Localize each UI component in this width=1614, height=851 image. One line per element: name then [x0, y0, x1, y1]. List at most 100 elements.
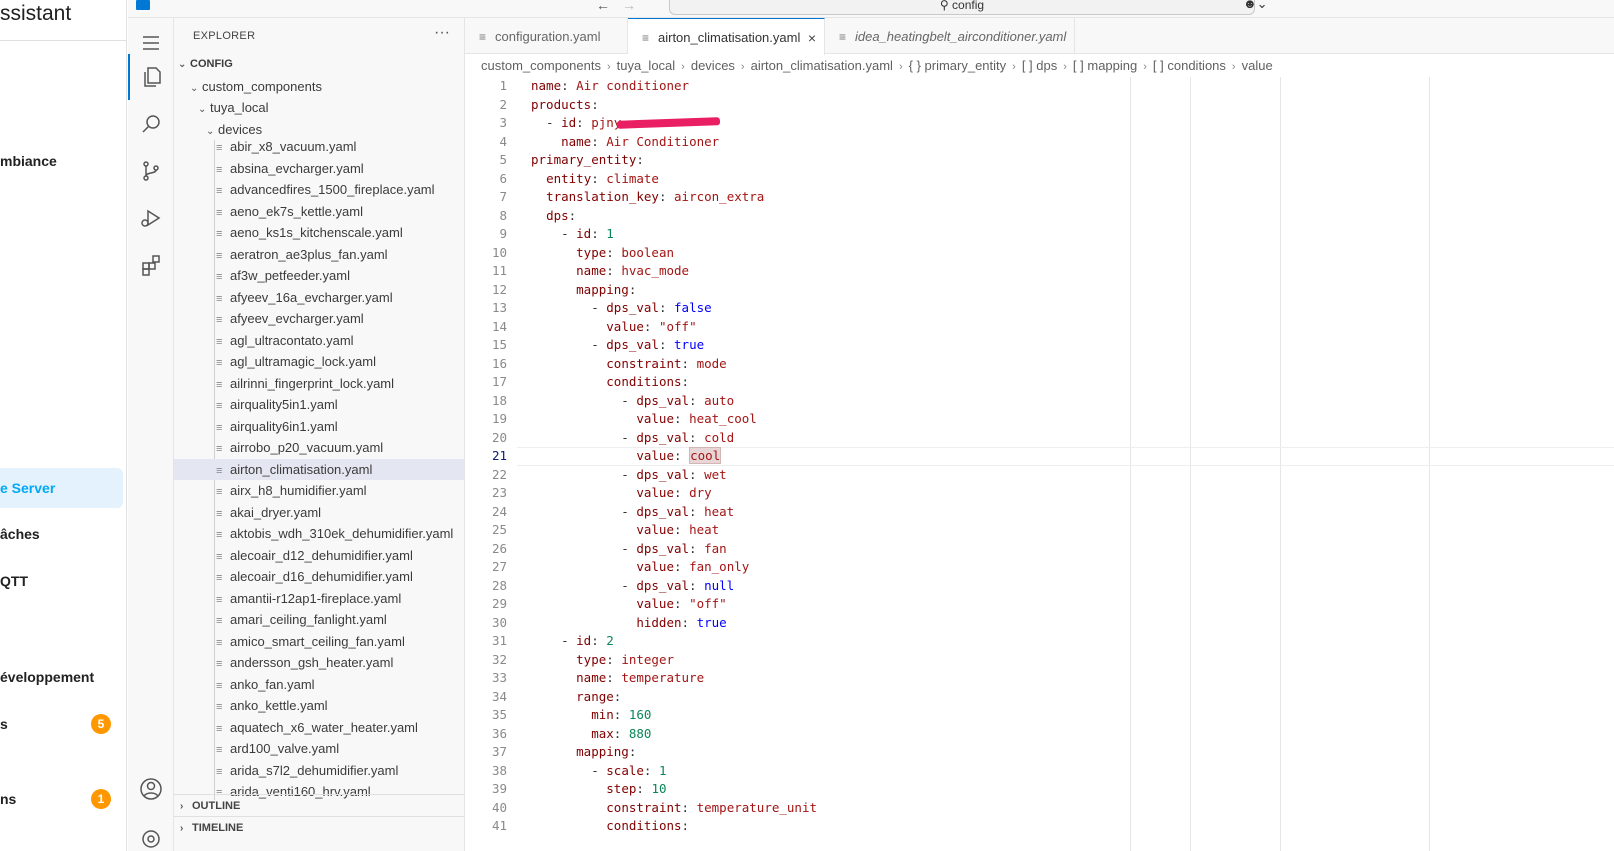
- code-line[interactable]: mapping:: [531, 743, 636, 762]
- code-line[interactable]: type: boolean: [531, 244, 674, 263]
- copilot-icon[interactable]: ☻⌄: [1243, 0, 1268, 11]
- tree-folder-custom-components[interactable]: ⌄custom_components: [174, 76, 464, 97]
- tree-file-item[interactable]: ≡afyeev_evcharger.yaml: [174, 308, 464, 329]
- tree-file-item[interactable]: ≡aeno_ks1s_kitchenscale.yaml: [174, 222, 464, 243]
- tree-file-item[interactable]: ≡aeratron_ae3plus_fan.yaml: [174, 244, 464, 265]
- breadcrumb-item[interactable]: airton_climatisation.yaml: [750, 58, 893, 73]
- run-debug-icon[interactable]: [128, 195, 174, 241]
- tab-airton-climatisation-yaml[interactable]: ≡airton_climatisation.yaml ×: [628, 18, 825, 55]
- close-icon[interactable]: ×: [807, 30, 816, 46]
- code-line[interactable]: - id: 2: [531, 632, 614, 651]
- breadcrumb-item[interactable]: value: [1241, 58, 1273, 73]
- extensions-icon[interactable]: [128, 242, 174, 288]
- code-line[interactable]: - id: 1: [531, 225, 614, 244]
- tree-file-item[interactable]: ≡agl_ultramagic_lock.yaml: [174, 351, 464, 372]
- code-line[interactable]: name: Air conditioner: [531, 77, 689, 96]
- tree-file-item[interactable]: ≡anko_fan.yaml: [174, 674, 464, 695]
- tree-file-item[interactable]: ≡amari_ceiling_fanlight.yaml: [174, 609, 464, 630]
- code-line[interactable]: - dps_val: auto: [531, 392, 734, 411]
- code-line[interactable]: max: 880: [531, 725, 651, 744]
- more-actions-icon[interactable]: ···: [434, 24, 450, 41]
- tree-file-item[interactable]: ≡amico_smart_ceiling_fan.yaml: [174, 631, 464, 652]
- tree-root-config[interactable]: ⌄CONFIG: [174, 54, 464, 75]
- breadcrumb-item[interactable]: devices: [690, 58, 735, 73]
- tree-file-item[interactable]: ≡airton_climatisation.yaml: [174, 458, 464, 480]
- tree-file-item[interactable]: ≡absina_evcharger.yaml: [174, 158, 464, 179]
- code-line[interactable]: translation_key: aircon_extra: [531, 188, 764, 207]
- code-line[interactable]: - scale: 1: [531, 762, 666, 781]
- tree-folder-tuya-local[interactable]: ⌄tuya_local: [174, 97, 464, 118]
- command-center-search[interactable]: ⚲ config: [669, 0, 1255, 15]
- tree-file-item[interactable]: ≡ailrinni_fingerprint_lock.yaml: [174, 373, 464, 394]
- tree-file-item[interactable]: ≡afyeev_16a_evcharger.yaml: [174, 287, 464, 308]
- code-line[interactable]: name: Air Conditioner: [531, 133, 719, 152]
- menu-icon[interactable]: [128, 20, 174, 66]
- breadcrumb-item[interactable]: [ ] dps: [1021, 58, 1058, 73]
- code-line[interactable]: value: cool: [531, 447, 722, 466]
- code-line[interactable]: type: integer: [531, 651, 674, 670]
- code-line[interactable]: name: hvac_mode: [531, 262, 689, 281]
- tree-file-item[interactable]: ≡andersson_gsh_heater.yaml: [174, 652, 464, 673]
- code-line[interactable]: min: 160: [531, 706, 651, 725]
- tree-file-item[interactable]: ≡advancedfires_1500_fireplace.yaml: [174, 179, 464, 200]
- code-line[interactable]: value: heat_cool: [531, 410, 756, 429]
- tree-file-item[interactable]: ≡abir_x8_vacuum.yaml: [174, 136, 464, 157]
- tree-file-item[interactable]: ≡aquatech_x6_water_heater.yaml: [174, 717, 464, 738]
- code-line[interactable]: constraint: mode: [531, 355, 726, 374]
- code-line[interactable]: value: fan_only: [531, 558, 749, 577]
- code-line[interactable]: dps:: [531, 207, 576, 226]
- breadcrumb-item[interactable]: { } primary_entity: [908, 58, 1007, 73]
- code-line[interactable]: conditions:: [531, 373, 689, 392]
- code-line[interactable]: - dps_val: cold: [531, 429, 734, 448]
- arrow-right-icon[interactable]: →: [622, 0, 636, 13]
- code-line[interactable]: mapping:: [531, 281, 636, 300]
- tree-file-item[interactable]: ≡anko_kettle.yaml: [174, 695, 464, 716]
- tab-idea-heatingbelt-yaml[interactable]: ≡idea_heatingbelt_airconditioner.yaml: [825, 18, 1075, 54]
- breadcrumb-item[interactable]: [ ] conditions: [1152, 58, 1226, 73]
- code-line[interactable]: value: dry: [531, 484, 711, 503]
- tab-configuration-yaml[interactable]: ≡configuration.yaml: [465, 18, 628, 54]
- code-line[interactable]: constraint: temperature_unit: [531, 799, 817, 818]
- code-line[interactable]: - dps_val: false: [531, 299, 711, 318]
- tree-file-item[interactable]: ≡airrobo_p20_vacuum.yaml: [174, 437, 464, 458]
- ha-nav-item[interactable]: e Server: [0, 468, 123, 508]
- tree-file-item[interactable]: ≡aeno_ek7s_kettle.yaml: [174, 201, 464, 222]
- tree-file-item[interactable]: ≡alecoair_d12_dehumidifier.yaml: [174, 545, 464, 566]
- code-line[interactable]: products:: [531, 96, 599, 115]
- tree-file-item[interactable]: ≡agl_ultracontato.yaml: [174, 330, 464, 351]
- tree-file-item[interactable]: ≡arida_venti160_hrv.yaml: [174, 781, 464, 802]
- code-line[interactable]: primary_entity:: [531, 151, 644, 170]
- code-line[interactable]: - dps_val: fan: [531, 540, 726, 559]
- tree-file-item[interactable]: ≡ard100_valve.yaml: [174, 738, 464, 759]
- outline-section[interactable]: ›OUTLINE: [174, 794, 464, 816]
- code-line[interactable]: name: temperature: [531, 669, 704, 688]
- tree-folder-devices[interactable]: ⌄devices: [174, 119, 464, 140]
- settings-gear-icon[interactable]: [128, 816, 174, 851]
- tree-file-item[interactable]: ≡arida_s7l2_dehumidifier.yaml: [174, 760, 464, 781]
- code-line[interactable]: - dps_val: null: [531, 577, 734, 596]
- breadcrumb-item[interactable]: tuya_local: [616, 58, 676, 73]
- tree-file-item[interactable]: ≡airx_h8_humidifier.yaml: [174, 480, 464, 501]
- code-line[interactable]: range:: [531, 688, 621, 707]
- code-line[interactable]: hidden: true: [531, 614, 726, 633]
- code-line[interactable]: entity: climate: [531, 170, 659, 189]
- code-line[interactable]: step: 10: [531, 780, 666, 799]
- code-line[interactable]: conditions:: [531, 817, 689, 836]
- code-line[interactable]: - dps_val: wet: [531, 466, 726, 485]
- tree-file-item[interactable]: ≡amantii-r12ap1-fireplace.yaml: [174, 588, 464, 609]
- code-line[interactable]: - dps_val: true: [531, 336, 704, 355]
- code-line[interactable]: - id: pjny: [531, 114, 621, 133]
- source-control-icon[interactable]: [128, 148, 174, 194]
- tree-file-item[interactable]: ≡airquality6in1.yaml: [174, 416, 464, 437]
- ha-nav-item[interactable]: âches: [0, 514, 123, 554]
- code-line[interactable]: - dps_val: heat: [531, 503, 734, 522]
- arrow-left-icon[interactable]: ←: [596, 0, 610, 13]
- tree-file-item[interactable]: ≡airquality5in1.yaml: [174, 394, 464, 415]
- breadcrumb-item[interactable]: [ ] mapping: [1072, 58, 1138, 73]
- ha-nav-item[interactable]: mbiance: [0, 141, 123, 181]
- tree-file-item[interactable]: ≡aktobis_wdh_310ek_dehumidifier.yaml: [174, 523, 464, 544]
- ha-nav-item[interactable]: QTT: [0, 561, 123, 601]
